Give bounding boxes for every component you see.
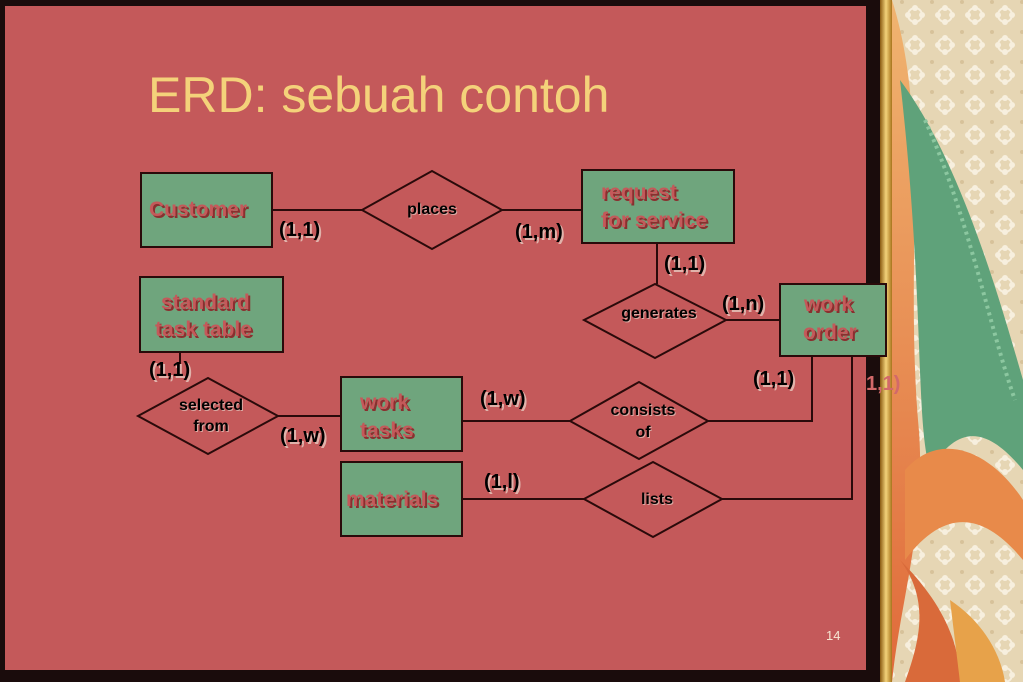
svg-text:(1,1): (1,1) bbox=[755, 370, 796, 392]
svg-text:consists: consists bbox=[612, 403, 677, 420]
cardinality-request-generates: (1,1) bbox=[664, 253, 705, 275]
entity-work-tasks-label-line2: tasks bbox=[360, 419, 414, 442]
cardinality-worktasks-consists: (1,w) bbox=[480, 388, 526, 410]
entity-standard-label-line1: standard bbox=[161, 291, 250, 314]
svg-text:of: of bbox=[636, 425, 652, 442]
frame-left bbox=[0, 0, 5, 682]
entity-request-for-service: request request for service for service bbox=[581, 169, 735, 244]
svg-text:work: work bbox=[361, 393, 411, 416]
cardinality-customer-places: (1,1) bbox=[279, 219, 320, 241]
svg-text:generates: generates bbox=[622, 306, 698, 323]
entity-request-label-line1: request bbox=[601, 181, 677, 204]
relationship-consists-of: consists consists of of bbox=[567, 380, 711, 461]
svg-text:from: from bbox=[194, 419, 230, 436]
svg-text:places: places bbox=[408, 202, 458, 219]
svg-text:(1,1): (1,1) bbox=[281, 221, 322, 243]
cardinality-selected-worktasks: (1,w) bbox=[280, 425, 326, 447]
relationship-lists-label: lists bbox=[641, 491, 673, 508]
svg-text:(1,m): (1,m) bbox=[517, 223, 565, 245]
frame-bottom bbox=[0, 670, 880, 682]
cardinality-generates-workorder: (1,n) bbox=[722, 293, 764, 315]
relationship-places: places places bbox=[359, 169, 505, 251]
entity-customer: Customer Customer bbox=[140, 172, 273, 248]
relationship-consists-label-line2: of bbox=[635, 424, 651, 441]
entity-standard-label-line2: task table bbox=[155, 318, 252, 341]
relationship-selected-label-line2: from bbox=[193, 418, 229, 435]
entity-customer-shadow: Customer bbox=[151, 200, 249, 223]
svg-text:selected: selected bbox=[180, 398, 244, 415]
svg-text:(1,1): (1,1) bbox=[666, 255, 707, 277]
svg-text:(1,l): (1,l) bbox=[486, 473, 522, 495]
relationship-selected-label-line1: selected bbox=[179, 397, 243, 414]
cardinality-places-request: (1,m) bbox=[515, 221, 563, 243]
relationship-selected-from: selected selected from from bbox=[135, 376, 281, 456]
cardinality-standard-selected: (1,1) bbox=[149, 359, 190, 381]
entity-standard-task-table: standard standard task table task table bbox=[139, 276, 284, 353]
entity-work-tasks-label-line1: work bbox=[359, 391, 409, 414]
relationship-lists: lists lists bbox=[581, 460, 725, 539]
svg-text:tasks: tasks bbox=[362, 421, 416, 444]
cardinality-materials-lists: (1,l) bbox=[484, 471, 520, 493]
connector-lines bbox=[179, 209, 853, 500]
relationship-consists-label-line1: consists bbox=[611, 402, 676, 419]
entity-work-order-label-line2: order bbox=[803, 321, 857, 344]
svg-text:order: order bbox=[805, 323, 859, 346]
slide-number: 14 bbox=[826, 628, 841, 643]
entity-customer-label: Customer bbox=[149, 198, 247, 221]
entity-work-tasks: work work tasks tasks bbox=[340, 376, 463, 452]
svg-text:standard: standard bbox=[163, 293, 252, 316]
svg-text:work: work bbox=[805, 295, 855, 318]
entity-work-order: work work order order bbox=[779, 283, 887, 357]
entity-request-label-line2: for service bbox=[601, 209, 707, 232]
svg-text:lists: lists bbox=[642, 492, 674, 509]
svg-text:task table: task table bbox=[157, 320, 254, 343]
slide-title: ERD: sebuah contoh bbox=[148, 67, 610, 123]
svg-text:(1,w): (1,w) bbox=[282, 427, 328, 449]
svg-text:materials: materials bbox=[348, 490, 440, 513]
relationship-generates-label: generates bbox=[621, 305, 697, 322]
svg-text:for service: for service bbox=[603, 211, 709, 234]
frame-top bbox=[0, 0, 880, 6]
svg-text:(1,1): (1,1) bbox=[151, 361, 192, 383]
svg-text:request: request bbox=[603, 183, 679, 206]
svg-text:(1,n): (1,n) bbox=[724, 295, 766, 317]
svg-text:(1,w): (1,w) bbox=[482, 390, 528, 412]
cardinality-workorder-lists-partial: 1,1) bbox=[866, 373, 900, 395]
relationship-places-label: places bbox=[407, 201, 457, 218]
cardinality-labels: (1,1) (1,1) (1,m) (1,m) (1,1) (1,1) (1,n… bbox=[149, 219, 900, 495]
entity-materials-label: materials bbox=[346, 488, 438, 511]
entity-materials: materials materials bbox=[340, 461, 463, 537]
relationship-generates: generates generates bbox=[581, 282, 729, 360]
cardinality-workorder-consists: (1,1) bbox=[753, 368, 794, 390]
entity-work-order-label-line1: work bbox=[803, 293, 853, 316]
decorative-side-panel bbox=[880, 0, 1023, 682]
